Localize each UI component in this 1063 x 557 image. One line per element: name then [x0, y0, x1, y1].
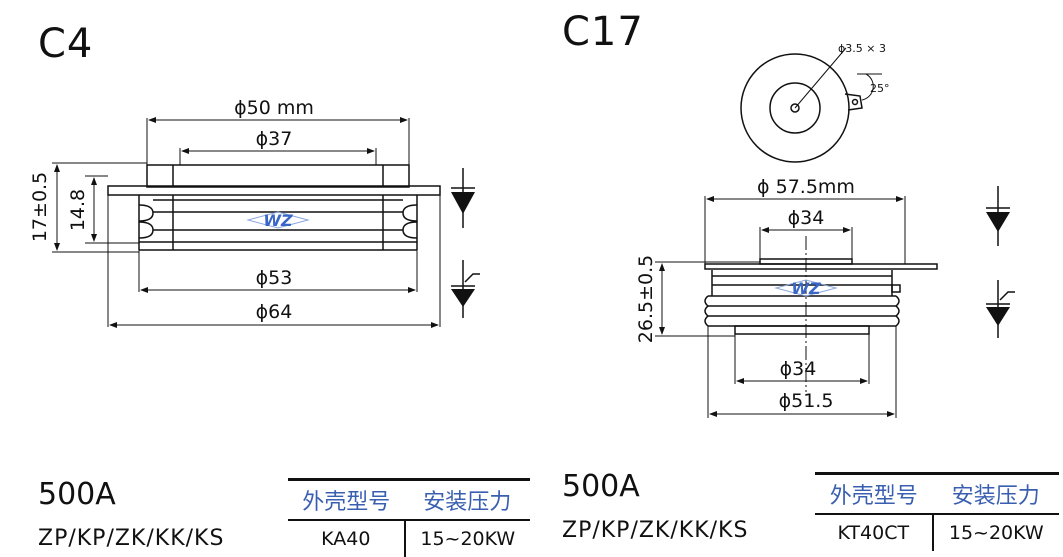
c17-top-view [740, 47, 882, 163]
c17-header-case-model: 外壳型号 [815, 473, 933, 515]
c4-dimension-lines [52, 117, 441, 328]
c4-dim-phi50: ϕ50 mm [234, 97, 314, 119]
c17-model-list: ZP/KP/ZK/KK/KS [562, 518, 749, 543]
c17-dimension-lines [655, 196, 906, 418]
c4-current-rating: 500A [38, 477, 116, 512]
c17-mount-pressure-value: 15~20KW [931, 514, 1059, 551]
c17-current-rating: 500A [562, 469, 640, 504]
c4-diode-symbol [451, 168, 475, 228]
c4-model-list: ZP/KP/ZK/KK/KS [38, 526, 225, 551]
c17-dim-phi51-5: ϕ51.5 [779, 390, 834, 412]
c17-header-mount-pressure: 安装压力 [932, 473, 1059, 515]
c4-dim-height-17: 17±0.5 [29, 172, 51, 242]
c17-case-model-value: KT40CT [837, 522, 910, 544]
c4-spec-table: 外壳型号 安装压力 KA40 15~20KW [288, 478, 530, 557]
c17-dim-phi34-bottom: ϕ34 [780, 358, 817, 380]
c17-package-title: C17 [562, 9, 644, 55]
c4-dim-phi64: ϕ64 [256, 301, 293, 323]
c17-dim-hole: ϕ3.5 × 3 [838, 42, 886, 55]
c17-dim-phi57-5: ϕ 57.5mm [757, 176, 855, 198]
c17-dim-height-26-5: 26.5±0.5 [635, 255, 657, 343]
c4-mount-pressure-value: 15~20KW [403, 520, 530, 557]
c4-dim-height-14-8: 14.8 [67, 189, 89, 231]
c17-dim-phi34-top: ϕ34 [788, 207, 825, 229]
svg-text:WZ: WZ [263, 211, 293, 230]
c4-dim-phi37: ϕ37 [256, 128, 293, 150]
c4-dim-phi53: ϕ53 [256, 267, 293, 289]
c4-thyristor-symbol [451, 260, 480, 318]
svg-text:WZ: WZ [791, 279, 821, 298]
c4-package-outline [107, 164, 441, 251]
c17-spec-table: 外壳型号 安装压力 KT40CT 15~20KW [815, 472, 1059, 551]
c17-diode-symbol [986, 186, 1010, 246]
watermark-logo-left: WZ [246, 211, 310, 230]
c4-header-mount-pressure: 安装压力 [404, 479, 530, 521]
c17-thyristor-symbol [986, 280, 1015, 338]
c17-dim-angle: 25° [870, 82, 890, 95]
c4-package-title: C4 [38, 21, 94, 67]
watermark-logo-right: WZ [774, 279, 838, 298]
c4-header-case-model: 外壳型号 [288, 479, 405, 521]
c4-case-model-value: KA40 [321, 528, 371, 550]
c17-package-outline [704, 258, 938, 335]
